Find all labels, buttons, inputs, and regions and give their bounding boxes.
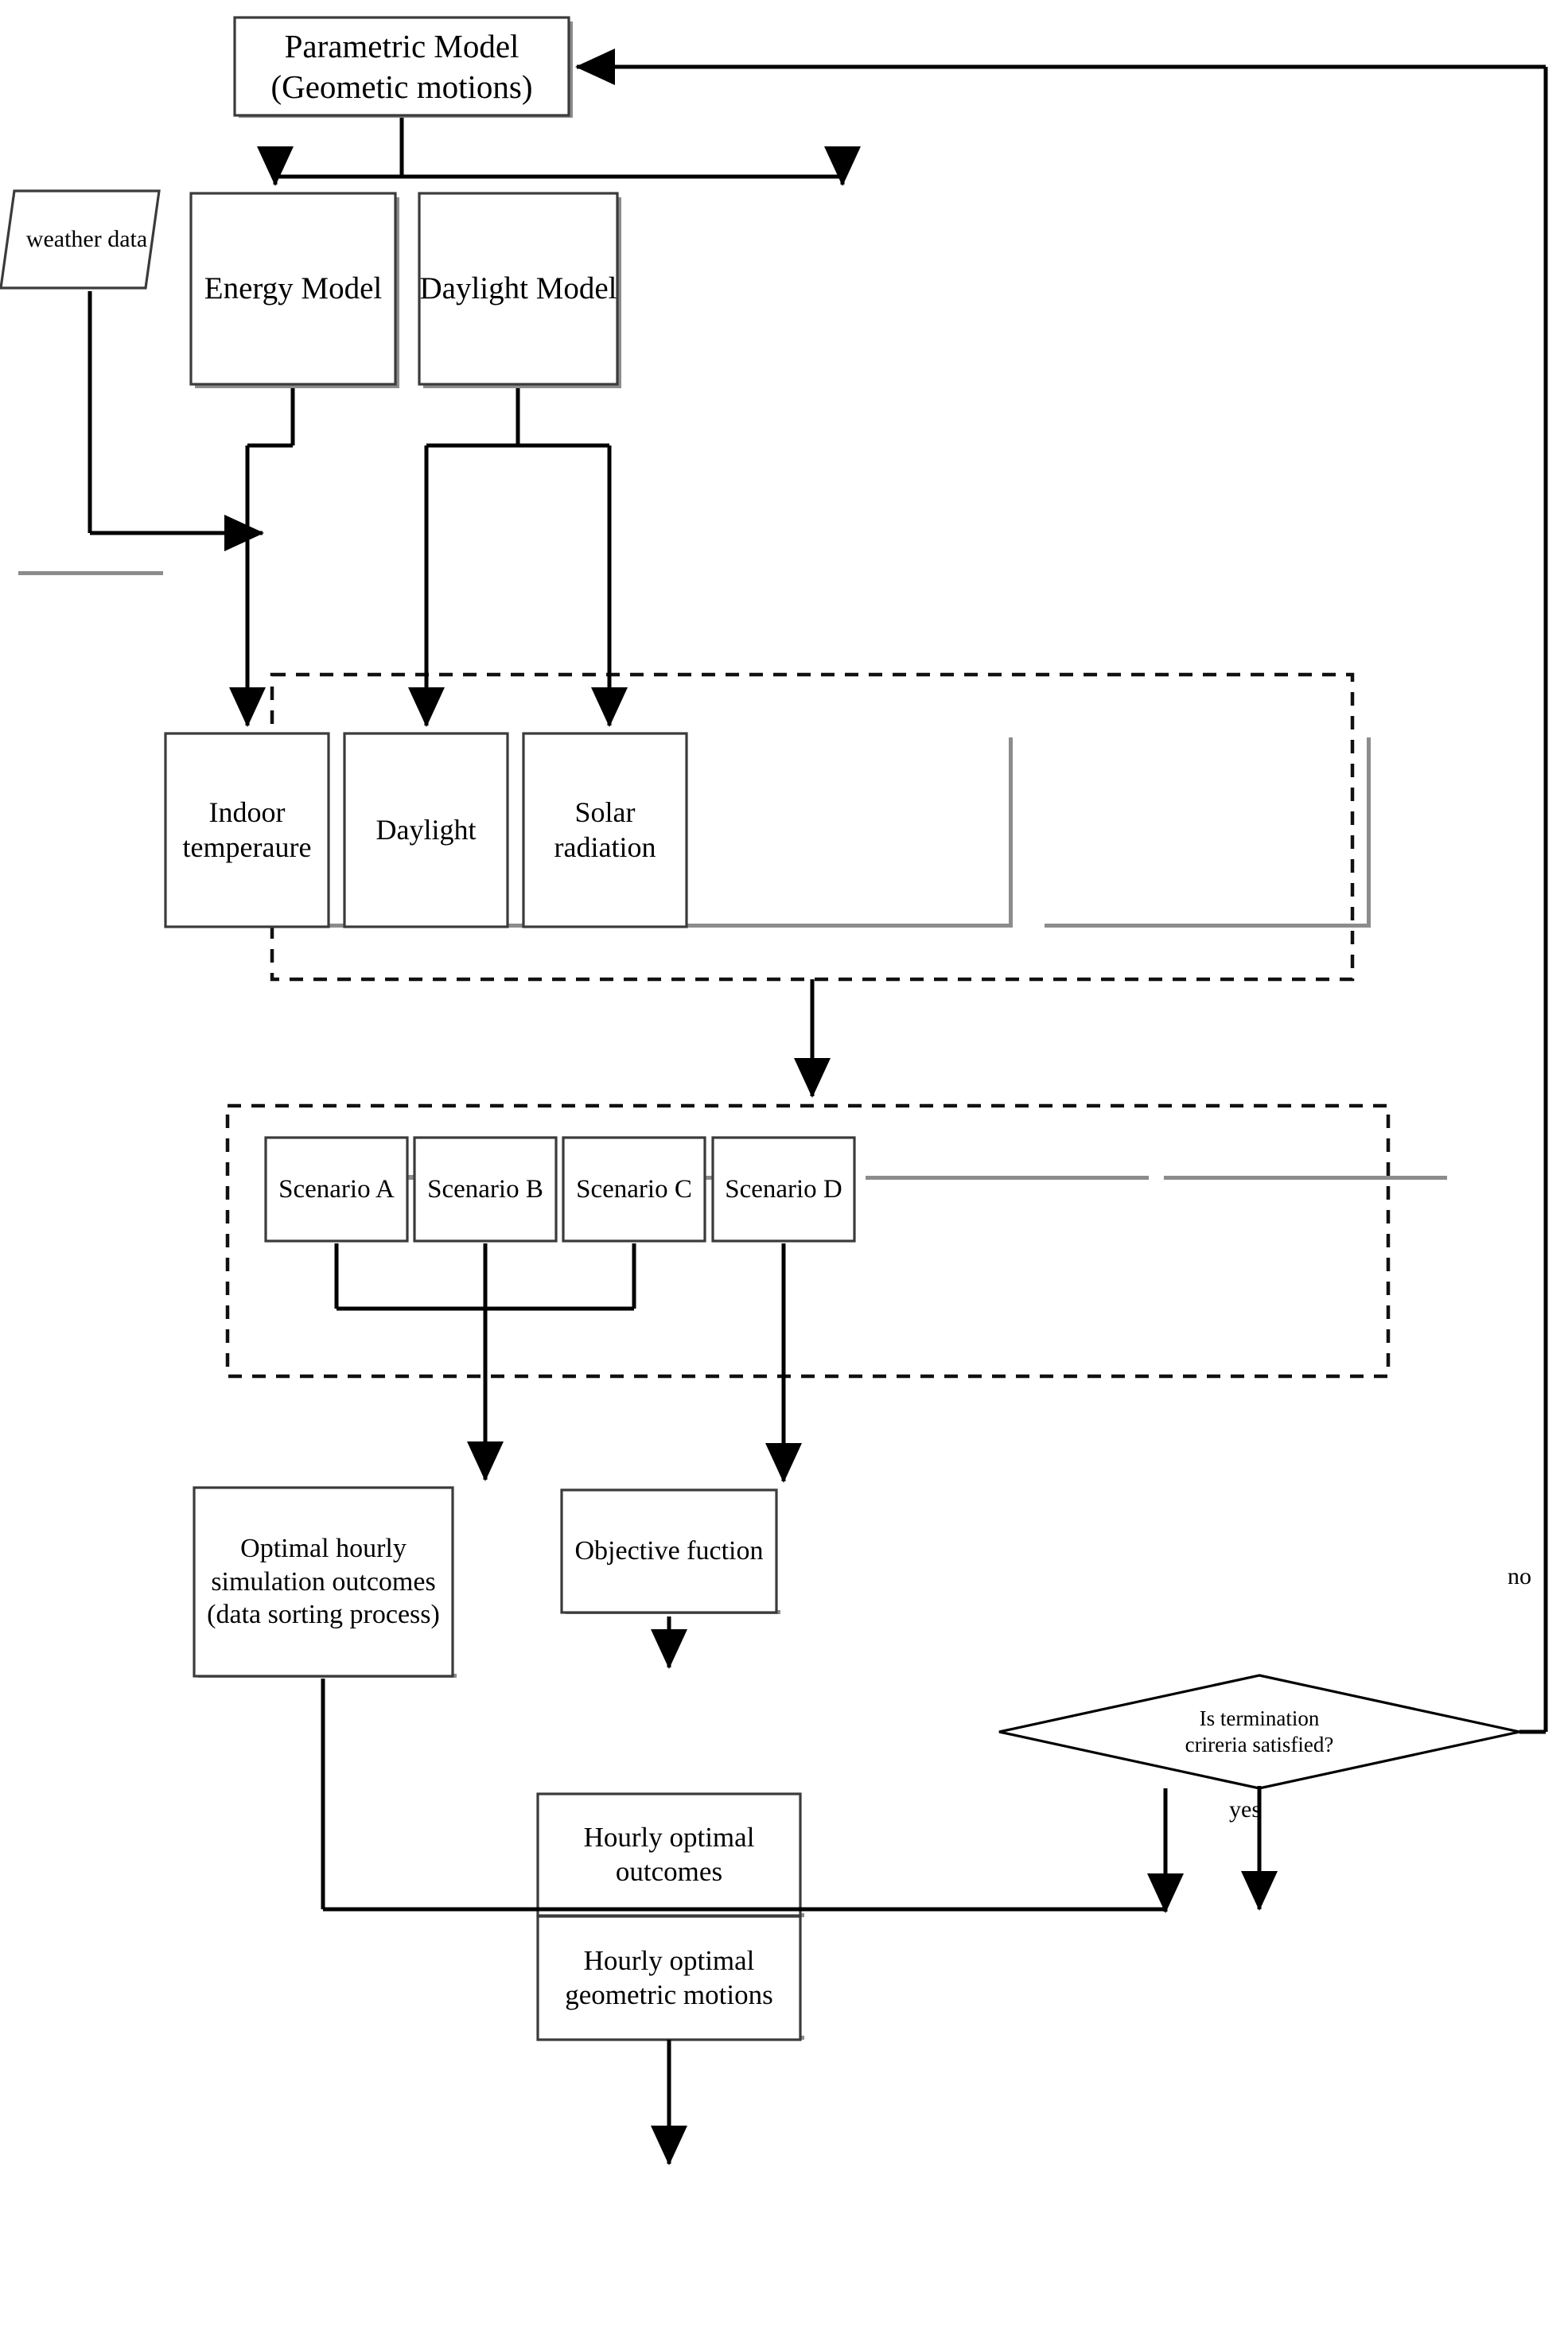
connectors [88, 49, 1548, 2165]
edge-label-yes: yes [1229, 1796, 1261, 1823]
termination-check-shape [998, 1674, 1520, 1790]
edge-label-no: no [1508, 1563, 1531, 1589]
node-outlines [164, 16, 856, 2041]
weather-data-shape [0, 189, 161, 290]
scenarios-group [225, 1103, 1391, 1379]
